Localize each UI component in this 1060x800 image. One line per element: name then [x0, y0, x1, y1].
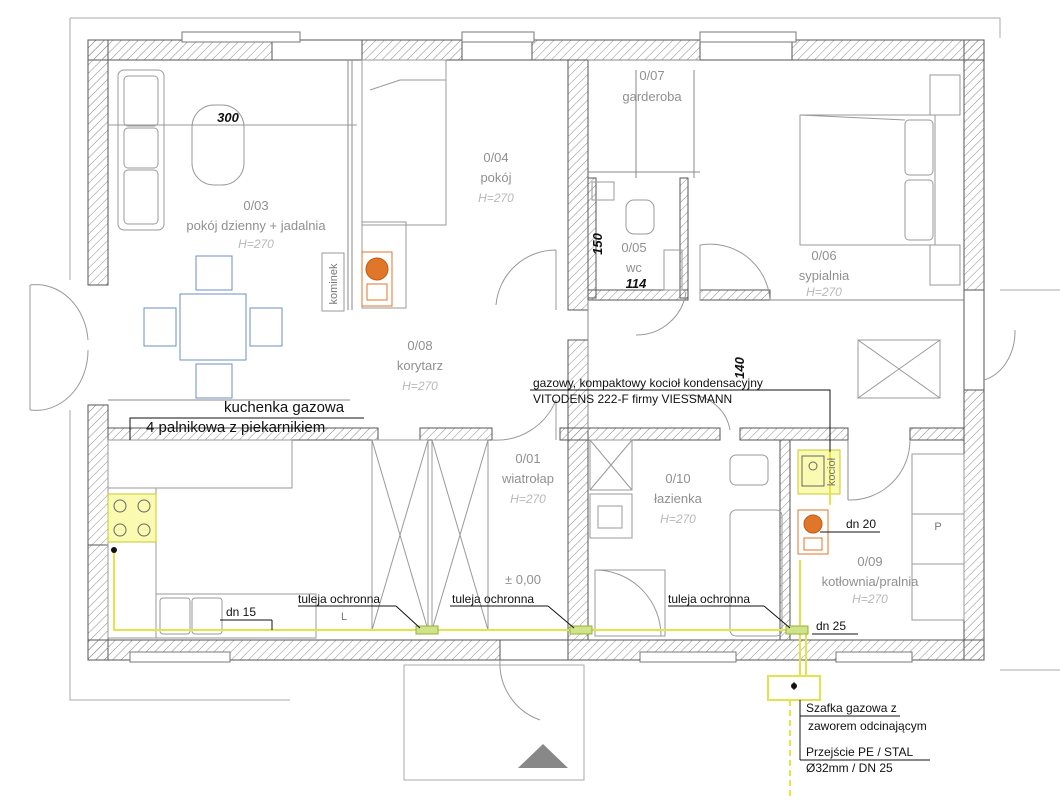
dimension-114: 114: [626, 276, 647, 291]
leader-lines: [129, 389, 930, 761]
room-id-0-04: 0/04: [483, 150, 508, 165]
gas-line: [113, 452, 831, 800]
gas-connection-point: [111, 547, 117, 553]
stair-mark: L: [341, 611, 347, 623]
room-name-0-05: wc: [625, 260, 642, 275]
exterior-walls: [87, 31, 985, 663]
sleeve-note-2: tuleja ochronna: [452, 592, 534, 606]
room-id-0-07: 0/07: [639, 68, 664, 83]
transition-note-line1: Przejście PE / STAL: [806, 745, 913, 759]
room-height-0-04: H=270: [478, 191, 514, 205]
closets: [371, 439, 489, 631]
room-height-0-09: H=270: [852, 592, 888, 606]
gas-stove-icon: [107, 493, 157, 543]
room-name-0-03: pokój dzienny + jadalnia: [186, 218, 326, 233]
pipe-dn20-label: dn 20: [846, 517, 876, 531]
room-id-0-10: 0/10: [665, 471, 690, 486]
bed: [799, 74, 961, 286]
room-height-0-01: H=270: [510, 492, 546, 506]
room-id-0-06: 0/06: [811, 248, 836, 263]
fireplace-label: kominek: [328, 263, 340, 304]
pipe-dn25-label: dn 25: [816, 619, 846, 633]
interior-walls: [107, 59, 965, 641]
room-id-0-01: 0/01: [515, 451, 540, 466]
sleeve-note-3: tuleja ochronna: [668, 592, 750, 606]
oven-mark: P: [934, 521, 941, 533]
cabinet-note-line1: Szafka gazowa z: [806, 701, 897, 715]
door-swings: [29, 243, 1016, 721]
cabinet-note-line2: zaworem odcinającym: [808, 719, 927, 733]
dimension-140: 140: [732, 356, 747, 378]
room-labels: 0/03 pokój dzienny + jadalnia H=270 0/04…: [186, 68, 919, 606]
room-height-0-03: H=270: [238, 237, 274, 251]
bathroom-fixtures: [589, 439, 783, 637]
stove-note-line2: 4 palnikowa z piekarnikiem: [146, 419, 325, 436]
boiler-label: kocioł: [826, 457, 838, 486]
wc-fixtures: [591, 181, 683, 291]
boiler-note-line1: gazowy, kompaktowy kocioł kondensacyjny: [533, 376, 763, 390]
room-height-0-08: H=270: [402, 379, 438, 393]
room-name-0-06: sypialnia: [799, 268, 850, 283]
dining-table: [143, 255, 283, 399]
boiler-note-line2: VITODENS 222-F firmy VIESSMANN: [533, 392, 732, 406]
utility-boxes: [857, 339, 965, 621]
room-name-0-01: wiatrołap: [501, 471, 554, 486]
pipe-dn15-label: dn 15: [226, 605, 256, 619]
kitchen: [107, 439, 317, 639]
room-name-0-09: kotłownia/pralnia: [822, 574, 920, 589]
level-mark: ± 0,00: [505, 572, 541, 587]
room-id-0-09: 0/09: [857, 554, 882, 569]
room-name-0-10: łazienka: [654, 491, 702, 506]
partitions: [108, 59, 964, 500]
room-id-0-03: 0/03: [243, 198, 268, 213]
room-height-0-10: H=270: [660, 512, 696, 526]
room-name-0-07: garderoba: [622, 89, 682, 104]
entrance-arrow-icon: [518, 744, 568, 768]
stove-note-line1: kuchenka gazowa: [224, 399, 345, 416]
boiler-icon: [797, 449, 841, 555]
transition-note-line2: Ø32mm / DN 25: [806, 761, 893, 775]
fireplace-icon: [361, 251, 393, 307]
sofa: [117, 69, 245, 231]
room-name-0-08: korytarz: [397, 358, 443, 373]
sleeve-note-1: tuleja ochronna: [298, 592, 380, 606]
room-name-0-04: pokój: [480, 170, 511, 185]
room-id-0-08: 0/08: [407, 338, 432, 353]
dimension-300: 300: [217, 110, 239, 125]
room-height-0-06: H=270: [806, 285, 842, 299]
gas-cabinet-icon: [767, 675, 821, 701]
room-id-0-05: 0/05: [621, 240, 646, 255]
site-outline: [69, 17, 1060, 781]
gas-sleeves: [415, 625, 809, 635]
dimension-150: 150: [590, 232, 605, 254]
